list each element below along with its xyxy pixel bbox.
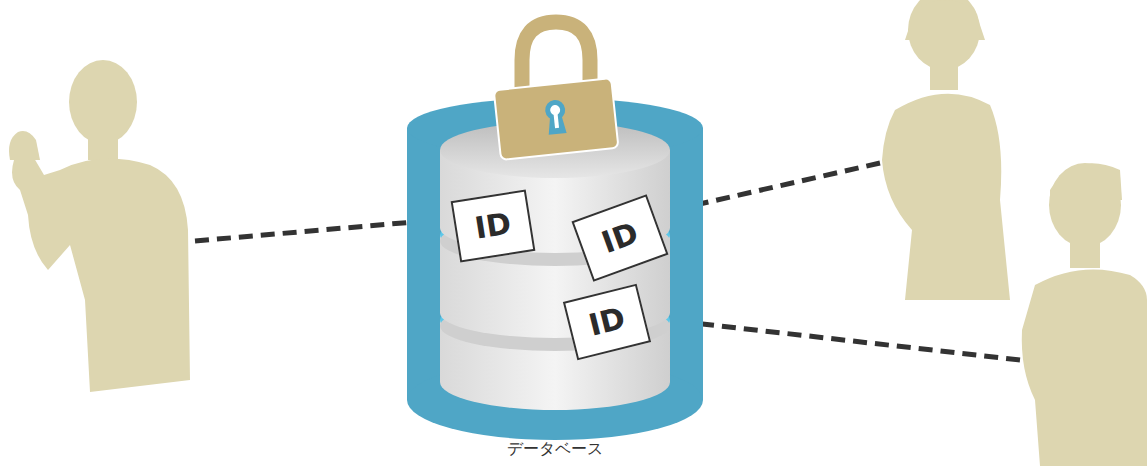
- person-silhouette: [9, 0, 1147, 466]
- database-label: データベース: [405, 439, 705, 460]
- id-text: ID: [598, 218, 642, 259]
- id-text: ID: [586, 303, 628, 341]
- padlock-icon: [494, 22, 619, 160]
- id-card: ID: [571, 194, 668, 282]
- id-card: ID: [563, 284, 651, 361]
- id-text: ID: [473, 208, 513, 243]
- id-card: ID: [451, 189, 536, 262]
- database-node: データベース ID ID ID: [405, 100, 705, 460]
